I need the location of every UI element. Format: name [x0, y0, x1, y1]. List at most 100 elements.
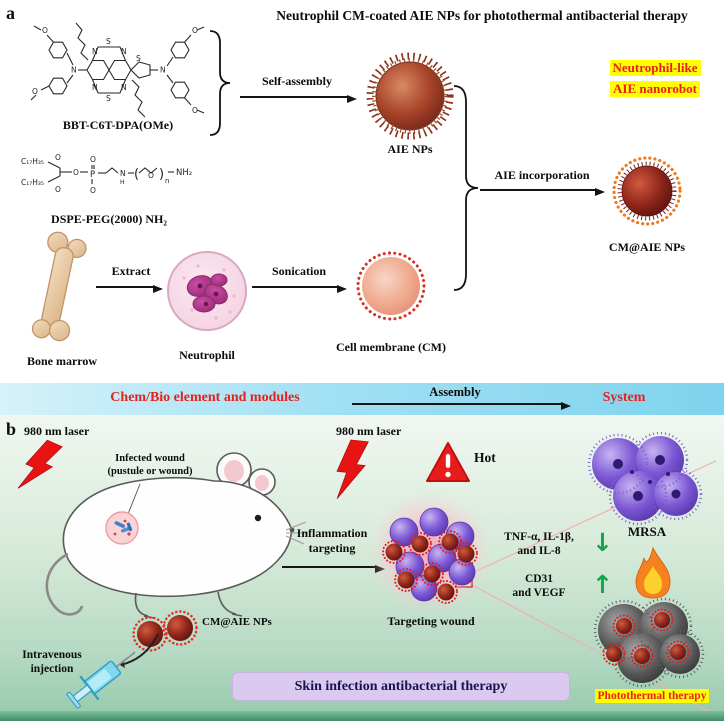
atom-label: O	[55, 185, 61, 194]
hot-warning-icon	[426, 442, 470, 482]
green-down-arrow-icon: ↓	[592, 528, 613, 557]
flame-icon	[635, 546, 671, 599]
hot-label: Hot	[474, 450, 496, 465]
photothermal-label: Photothermal therapy	[594, 689, 710, 704]
curved-arrow-icon	[120, 633, 159, 668]
extract-arrow	[96, 284, 163, 293]
markers-line1: CD31	[524, 573, 554, 585]
laser-left-label: 980 nm laser	[24, 424, 90, 438]
atom-label: O	[42, 26, 48, 35]
cm-aie-np-beads-icon	[132, 610, 198, 652]
intravenous-line1: Intravenous	[22, 649, 82, 661]
photothermal-callout: Photothermal therapy	[584, 686, 720, 704]
atom-label: S	[106, 37, 111, 46]
atom-label: N	[121, 47, 127, 56]
laser-mid-label: 980 nm laser	[336, 424, 402, 438]
targeting-wound-label: Targeting wound	[387, 614, 475, 628]
cytokines-down-label: TNF-α, IL-1β, and IL-8	[486, 530, 592, 559]
atom-label: N	[92, 47, 98, 56]
self-assembly-arrow	[240, 94, 357, 103]
laser-bolt-icon	[17, 439, 64, 489]
atom-label: O	[90, 186, 96, 195]
nanorobot-line2: AIE nanorobot	[610, 80, 700, 98]
banner-assembly-label: Assembly	[429, 385, 481, 399]
infected-wound-icon	[105, 511, 139, 545]
aie-nps-label: AIE NPs	[387, 142, 433, 156]
nh2-label: NH₂	[176, 168, 192, 178]
atom-label: O	[192, 106, 198, 115]
infected-wound-caption: Infected wound (pustule or wound)	[80, 452, 220, 478]
mrsa-label: MRSA	[627, 524, 667, 539]
intravenous-caption: Intravenous injection	[12, 648, 92, 677]
paren-open: (	[134, 167, 139, 182]
bbt-molecule-structure: O O N S N N S N N S N O O	[30, 22, 205, 118]
atom-label: P	[90, 170, 95, 180]
infected-wound-line1: Infected wound	[115, 453, 185, 464]
banner-assembly-arrow	[352, 401, 571, 410]
markers-line2: and VEGF	[512, 587, 566, 600]
intravenous-line2: injection	[30, 663, 74, 676]
panel-a-label: a	[6, 3, 15, 23]
banner-right-text: System	[602, 390, 646, 405]
infected-wound-line2: (pustule or wound)	[107, 466, 193, 478]
cell-membrane-label: Cell membrane (CM)	[336, 340, 446, 354]
atom-label: O	[32, 87, 38, 96]
therapy-banner: Skin infection antibacterial therapy	[232, 672, 570, 701]
nanorobot-callout: Neutrophil-like AIE nanorobot	[592, 58, 718, 100]
dspe-molecule-label: DSPE-PEG(2000) NH₂	[51, 212, 167, 226]
cytokines-line1: TNF-α, IL-1β,	[504, 531, 574, 543]
cm-aie-nps-label-b: CM@AIE NPs	[202, 616, 272, 628]
atom-label: O	[73, 168, 79, 177]
panel-b: b 980 nm laser	[0, 415, 724, 721]
bottom-strip	[0, 711, 724, 721]
paren-close: )	[159, 167, 164, 182]
cm-aie-nps-label: CM@AIE NPs	[608, 240, 686, 254]
cytokines-line2: and IL-8	[517, 545, 561, 558]
aie-nanoparticle-icon	[366, 52, 454, 140]
markers-up-label: CD31 and VEGF	[492, 572, 586, 601]
panel-a-title: Neutrophil CM-coated AIE NPs for phototh…	[276, 8, 688, 23]
atom-label: N	[121, 83, 127, 92]
bone-illustration	[31, 231, 87, 342]
aie-incorporation-label: AIE incorporation	[494, 168, 590, 182]
inflammation-line2: targeting	[308, 541, 356, 555]
atom-label: O	[90, 155, 96, 164]
extract-label: Extract	[111, 264, 151, 278]
bone-marrow-label: Bone marrow	[26, 354, 98, 368]
mouse-illustration	[45, 452, 308, 619]
syringe-icon	[66, 651, 136, 709]
brace-aie-cm	[453, 85, 479, 291]
sonication-label: Sonication	[271, 264, 326, 278]
atom-label: O	[55, 153, 61, 162]
inflammation-line1: Inflammation	[296, 526, 368, 540]
atom-label: N	[92, 83, 98, 92]
atom-label: N	[71, 66, 77, 75]
atom-label: S	[136, 54, 141, 63]
c17-label: C₁₇H₃₅	[21, 178, 44, 187]
aie-incorporation-arrow	[480, 187, 605, 196]
ablated-mrsa-cluster-illustration	[593, 597, 705, 688]
atom-label: N	[120, 169, 126, 178]
neutrophil-label: Neutrophil	[179, 348, 235, 362]
inflammation-targeting-label: Inflammation targeting	[278, 526, 386, 556]
assembly-banner: Chem/Bio element and modules Assembly Sy…	[0, 383, 724, 415]
panel-b-label: b	[6, 419, 17, 439]
c17-label: C₁₇H₃₅	[21, 157, 44, 166]
dspe-molecule-structure: C₁₇H₃₅ C₁₇H₃₅ O O O P O O N H ( O ) n NH…	[21, 153, 192, 195]
atom-label: O	[148, 171, 154, 180]
cell-membrane-icon	[356, 251, 426, 321]
neutrophil-cell-illustration	[167, 251, 247, 331]
laser-bolt-icon	[336, 439, 370, 499]
cm-aie-nanoparticle-icon	[612, 156, 682, 226]
subscript-n: n	[165, 177, 169, 185]
green-up-arrow-icon: ↑	[592, 570, 613, 599]
brace-molecules	[209, 30, 231, 136]
atom-label: N	[160, 66, 166, 75]
atom-label: H	[120, 179, 125, 186]
self-assembly-label: Self-assembly	[262, 74, 332, 88]
sonication-arrow	[252, 284, 347, 293]
nanorobot-line1: Neutrophil-like	[609, 60, 701, 77]
mrsa-cluster-illustration	[587, 432, 703, 526]
panel-a: a Neutrophil CM-coated AIE NPs for photo…	[6, 3, 718, 368]
